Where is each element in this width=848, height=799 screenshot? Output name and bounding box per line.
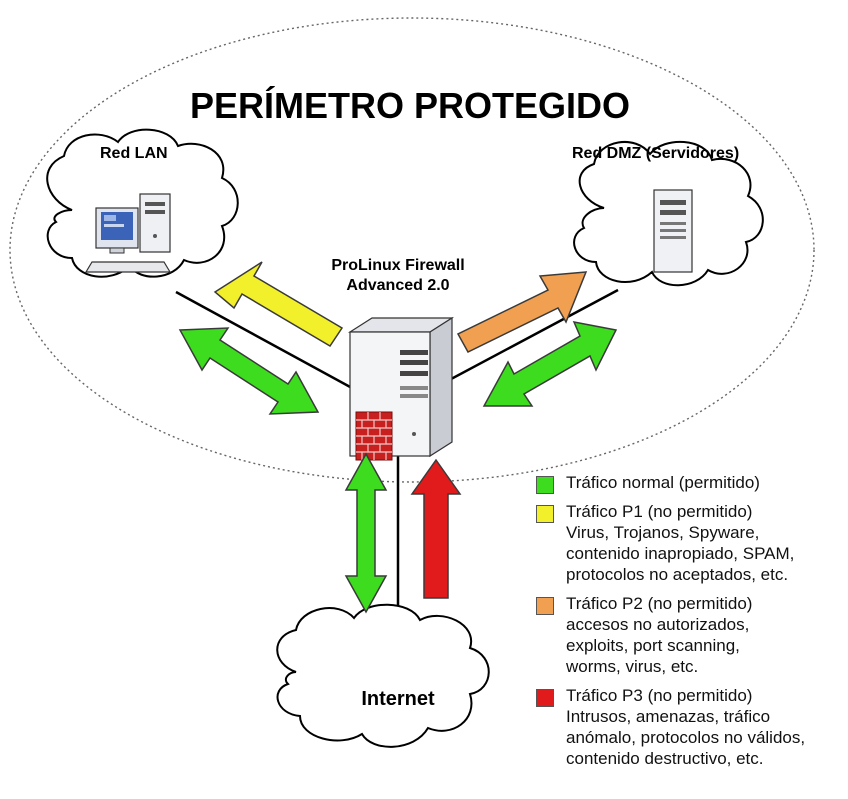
legend-item: Tráfico P3 (no permitido) Intrusos, amena… (536, 685, 846, 769)
internet-cloud (276, 603, 490, 748)
brick-wall-icon (355, 411, 393, 461)
page-title: PERÍMETRO PROTEGIDO (190, 85, 630, 126)
legend-text: Tráfico P2 (no permitido) accesos no auto… (566, 593, 846, 677)
legend-item: Tráfico normal (permitido) (536, 472, 846, 494)
allowed-arrow-lan (178, 327, 320, 415)
legend-line: protocolos no aceptados, etc. (566, 565, 789, 584)
firewall-name: ProLinux Firewall (331, 257, 464, 274)
legend-line: anómalo, protocolos no válidos, (566, 728, 806, 747)
legend-line: contenido inapropiado, SPAM, (566, 544, 795, 563)
legend-swatch (536, 689, 554, 707)
firewall-server-icon (347, 316, 455, 458)
p2-arrow-to-dmz (456, 271, 588, 353)
legend-swatch (536, 476, 554, 494)
desktop-computer-icon (84, 193, 172, 273)
legend-line: contenido destructivo, etc. (566, 749, 764, 768)
lan-link (175, 290, 353, 390)
legend-text: Tráfico P1 (no permitido) Virus, Trojanos… (566, 501, 846, 585)
p1-arrow-to-lan (213, 261, 344, 348)
p3-arrow-from-internet (410, 458, 462, 599)
legend-swatch (536, 597, 554, 615)
protected-perimeter (9, 17, 815, 483)
legend-line: exploits, port scanning, (566, 636, 740, 655)
legend-line: Virus, Trojanos, Spyware, (566, 523, 760, 542)
allowed-arrow-dmz (482, 320, 618, 407)
dmz-link (437, 288, 619, 388)
legend-text: Tráfico normal (permitido) (566, 472, 846, 493)
internet-label: Internet (361, 688, 435, 710)
legend-line: Tráfico P2 (no permitido) (566, 594, 753, 613)
legend-line: accesos no autorizados, (566, 615, 750, 634)
legend-swatch (536, 505, 554, 523)
legend-line: Intrusos, amenazas, tráfico (566, 707, 771, 726)
legend-line: Tráfico P3 (no permitido) (566, 686, 753, 705)
legend-line: worms, virus, etc. (566, 657, 699, 676)
legend: Tráfico normal (permitido) Tráfico P1 (no… (536, 472, 846, 777)
lan-label: Red LAN (100, 145, 168, 162)
legend-line: Tráfico P1 (no permitido) (566, 502, 753, 521)
firewall-version: Advanced 2.0 (346, 277, 449, 294)
legend-item: Tráfico P1 (no permitido) Virus, Trojanos… (536, 501, 846, 585)
server-icon (653, 189, 693, 273)
allowed-arrow-internet (344, 452, 388, 614)
legend-item: Tráfico P2 (no permitido) accesos no auto… (536, 593, 846, 677)
legend-line: Tráfico normal (permitido) (566, 473, 760, 492)
legend-text: Tráfico P3 (no permitido) Intrusos, amena… (566, 685, 846, 769)
dmz-label: Red DMZ (Servidores) (572, 145, 739, 162)
